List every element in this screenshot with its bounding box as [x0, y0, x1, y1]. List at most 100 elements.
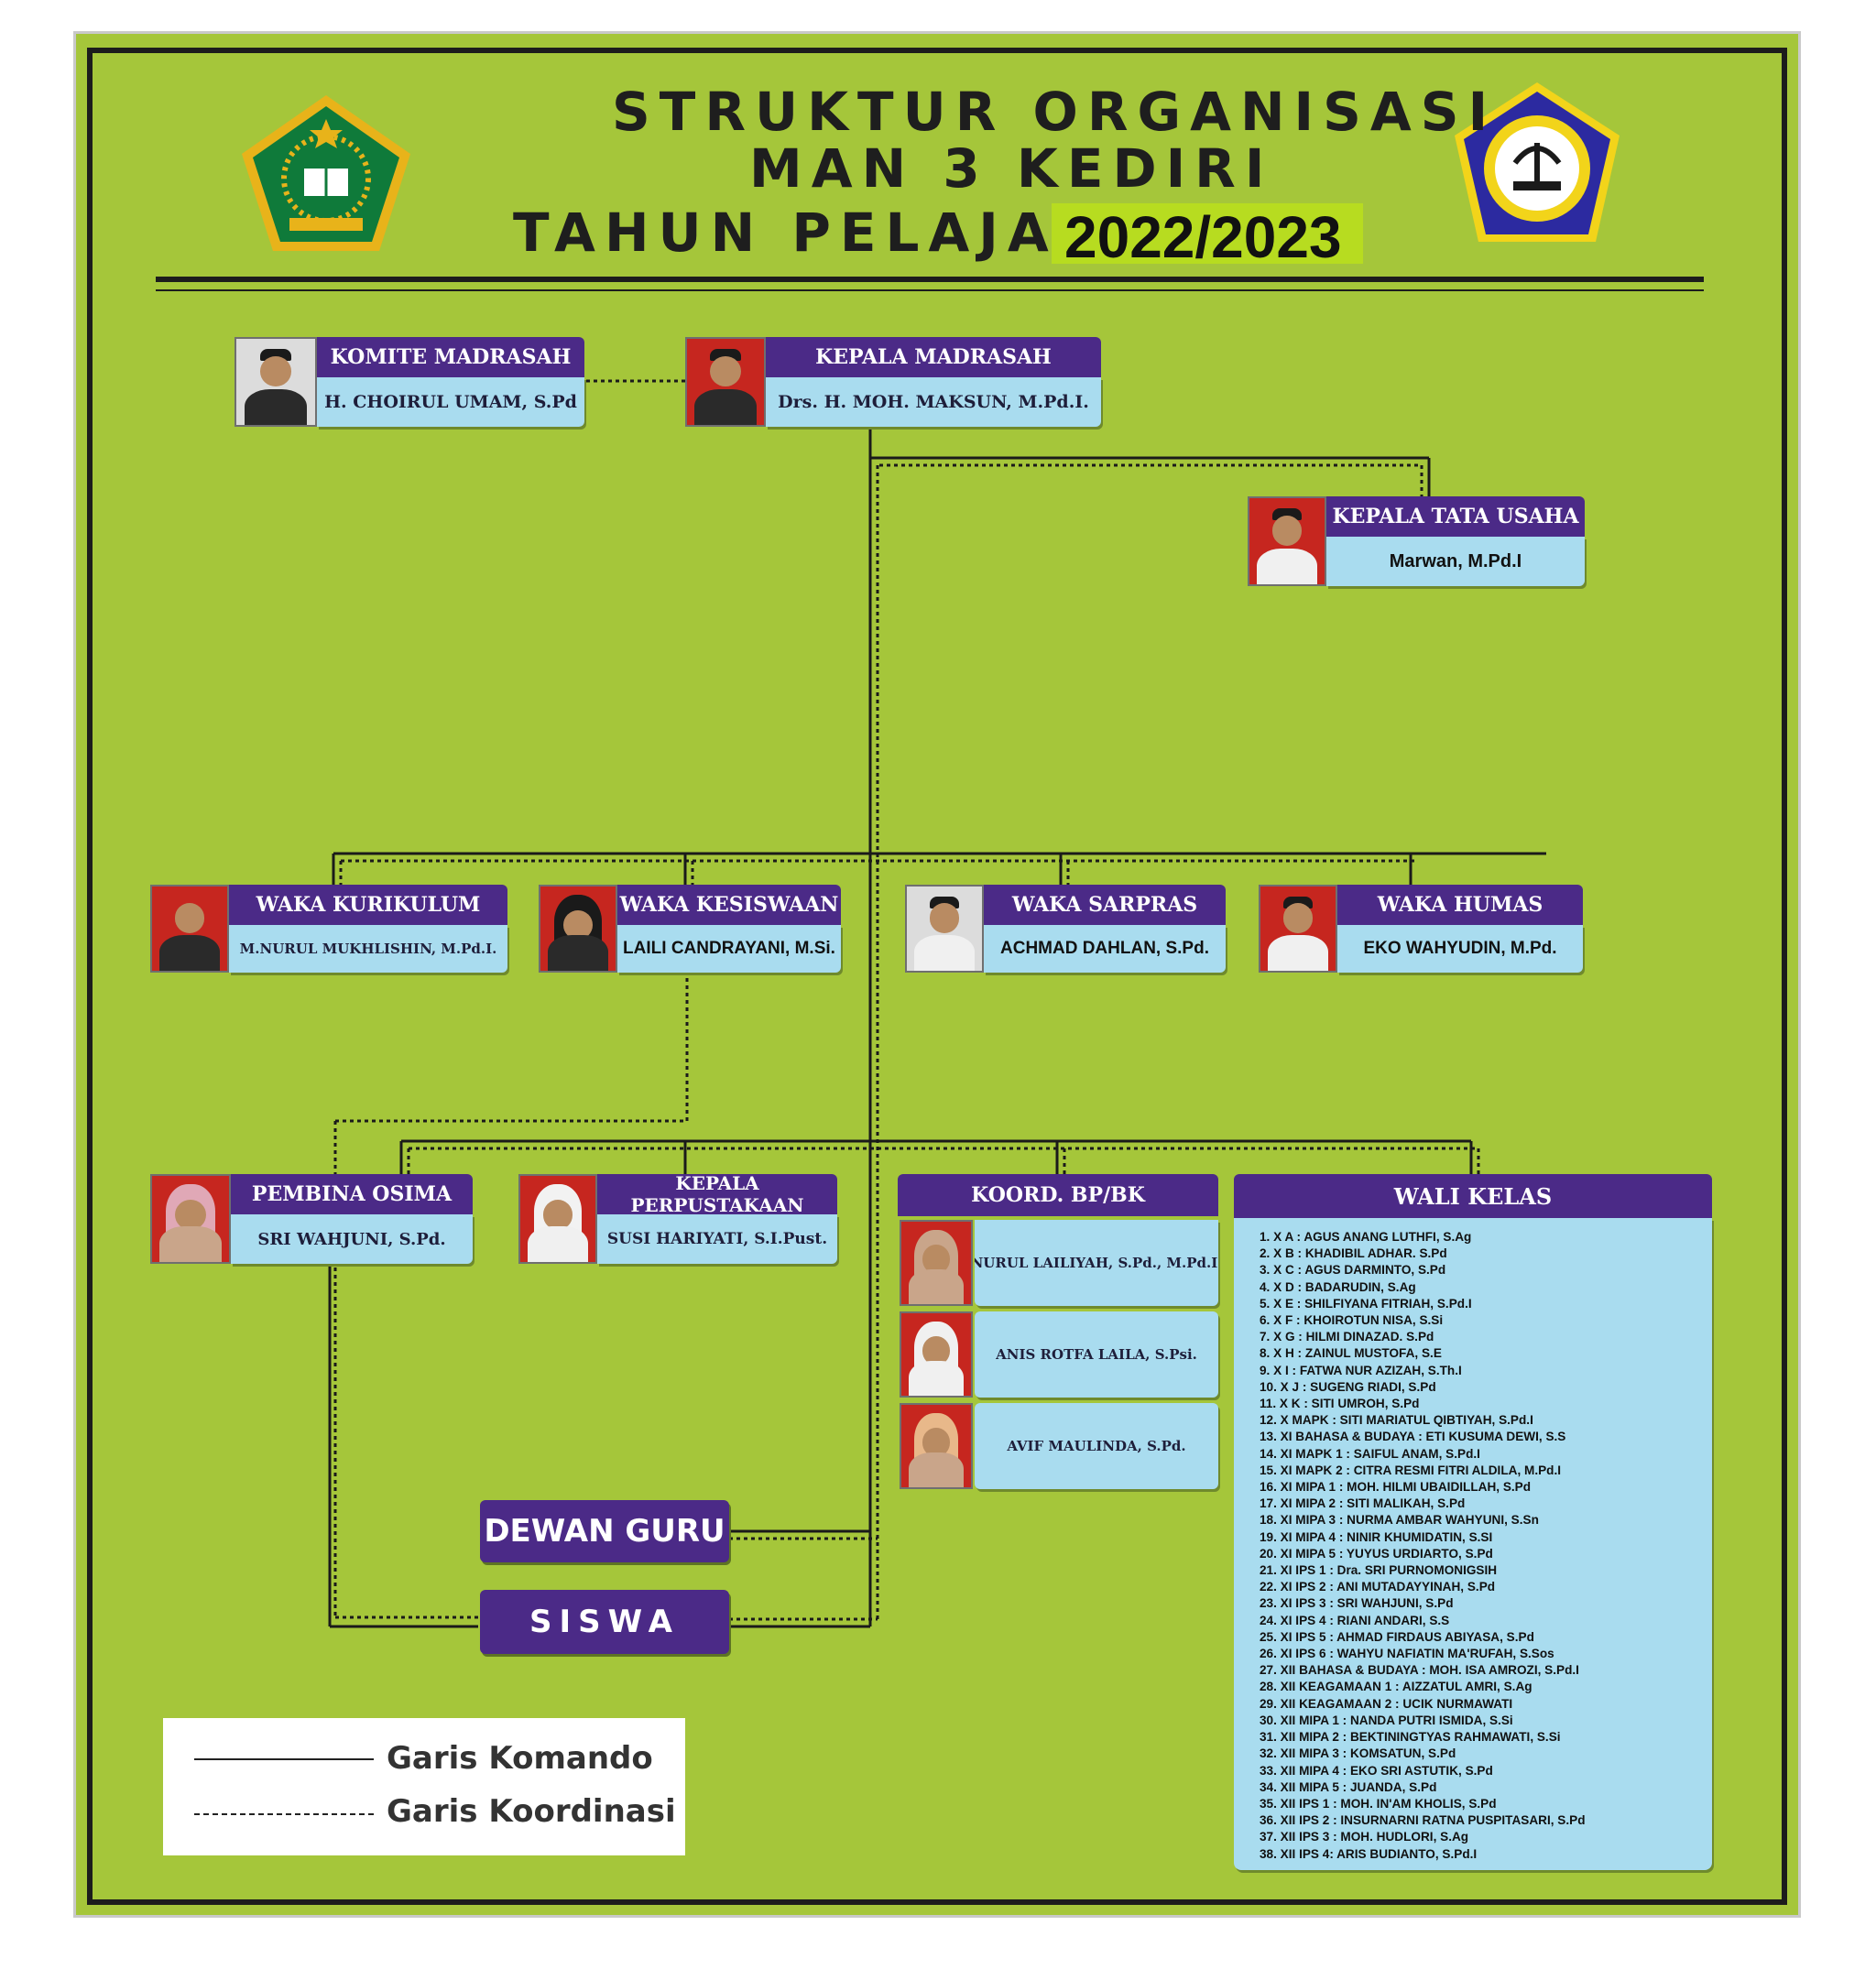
name-waka-kurikulum: M.NURUL MUKHLISHIN, M.Pd.I.: [229, 925, 507, 973]
card-waka-humas: WAKA HUMAS EKO WAHYUDIN, M.Pd.: [1259, 885, 1583, 973]
year-highlight: [1052, 203, 1363, 264]
card-pembina-osima: PEMBINA OSIMA SRI WAHJUNI, S.Pd.: [150, 1174, 473, 1264]
name-waka-sarpras: ACHMAD DAHLAN, S.Pd.: [984, 925, 1226, 973]
legend: Garis Komando Garis Koordinasi: [163, 1718, 685, 1855]
title-line-1: STRUKTUR ORGANISASI: [612, 81, 1498, 143]
wali-kelas-item: 13. XI BAHASA & BUDAYA : ETI KUSUMA DEWI…: [1260, 1430, 1566, 1444]
photo-kepala: [685, 337, 766, 427]
card-koord-bpbk: KOORD. BP/BK NURUL LAILIYAH, S.Pd., M.Pd…: [898, 1174, 1218, 1495]
wali-kelas-body: 1. X A : AGUS ANANG LUTHFI, S.Ag 2. X B :…: [1234, 1218, 1712, 1870]
wali-kelas-item: 26. XI IPS 6 : WAHYU NAFIATIN MA'RUFAH, …: [1260, 1647, 1554, 1661]
name-waka-humas: EKO WAHYUDIN, M.Pd.: [1337, 925, 1583, 973]
wali-kelas-list: 1. X A : AGUS ANANG LUTHFI, S.Ag 2. X B :…: [1260, 1229, 1586, 1863]
wali-kelas-item: 35. XII IPS 1 : MOH. IN'AM KHOLIS, S.Pd: [1260, 1796, 1497, 1811]
card-kepala-tata-usaha: KEPALA TATA USAHA Marwan, M.Pd.I: [1248, 496, 1585, 586]
wali-kelas-item: 27. XII BAHASA & BUDAYA : MOH. ISA AMROZ…: [1260, 1663, 1579, 1678]
wali-kelas-item: 23. XI IPS 3 : SRI WAHJUNI, S.Pd: [1260, 1596, 1454, 1611]
name-bpbk-3: AVIF MAULINDA, S.Pd.: [975, 1403, 1218, 1489]
title-perpustakaan: KEPALA PERPUSTAKAAN: [597, 1172, 837, 1216]
title-kepala: KEPALA MADRASAH: [766, 337, 1101, 377]
wali-kelas-item: 37. XII IPS 3 : MOH. HUDLORI, S.Ag: [1260, 1830, 1469, 1844]
legend-komando-label: Garis Komando: [387, 1740, 653, 1777]
academic-year: 2022/2023: [1064, 204, 1342, 270]
photo-waka-humas: [1259, 885, 1337, 973]
name-pembina-osima: SRI WAHJUNI, S.Pd.: [231, 1214, 473, 1264]
wali-kelas-item: 25. XI IPS 5 : AHMAD FIRDAUS ABIYASA, S.…: [1260, 1629, 1534, 1644]
card-waka-sarpras: WAKA SARPRAS ACHMAD DAHLAN, S.Pd.: [905, 885, 1226, 973]
wali-kelas-item: 32. XII MIPA 3 : KOMSATUN, S.Pd: [1260, 1746, 1456, 1761]
card-komite-madrasah: KOMITE MADRASAH H. CHOIRUL UMAM, S.Pd: [234, 337, 584, 427]
wali-kelas-panel: WALI KELAS 1. X A : AGUS ANANG LUTHFI, S…: [1234, 1174, 1712, 1870]
photo-waka-sarpras: [905, 885, 984, 973]
title-line-2: MAN 3 KEDIRI: [749, 137, 1274, 200]
dewan-guru-box: DEWAN GURU: [480, 1500, 729, 1562]
photo-perpustakaan: [518, 1174, 597, 1264]
wali-kelas-item: 14. XI MAPK 1 : SAIFUL ANAM, S.Pd.I: [1260, 1446, 1480, 1461]
wali-kelas-item: 16. XI MIPA 1 : MOH. HILMI UBAIDILLAH, S…: [1260, 1480, 1532, 1495]
chart-frame: [87, 48, 1787, 1905]
legend-solid-line: [194, 1758, 374, 1760]
wali-kelas-item: 24. XI IPS 4 : RIANI ANDARI, S.S: [1260, 1613, 1450, 1627]
wali-kelas-item: 30. XII MIPA 1 : NANDA PUTRI ISMIDA, S.S…: [1260, 1713, 1513, 1727]
title-waka-sarpras: WAKA SARPRAS: [984, 885, 1226, 925]
title-tata-usaha: KEPALA TATA USAHA: [1326, 496, 1585, 537]
wali-kelas-item: 3. X C : AGUS DARMINTO, S.Pd: [1260, 1263, 1446, 1278]
photo-tata-usaha: [1248, 496, 1326, 586]
title-bpbk: KOORD. BP/BK: [898, 1174, 1218, 1216]
wali-kelas-item: 21. XI IPS 1 : Dra. SRI PURNOMONIGSIH: [1260, 1563, 1498, 1578]
photo-waka-kurikulum: [150, 885, 229, 973]
title-komite: KOMITE MADRASAH: [317, 337, 584, 377]
name-kepala: Drs. H. MOH. MAKSUN, M.Pd.I.: [766, 377, 1101, 427]
wali-kelas-item: 29. XII KEAGAMAAN 2 : UCIK NURMAWATI: [1260, 1696, 1513, 1711]
wali-kelas-item: 36. XII IPS 2 : INSURNARNI RATNA PUSPITA…: [1260, 1813, 1586, 1828]
title-rule: [156, 277, 1704, 282]
siswa-box: SISWA: [480, 1590, 729, 1654]
name-komite: H. CHOIRUL UMAM, S.Pd: [317, 377, 584, 427]
name-waka-kesiswaan: LAILI CANDRAYANI, M.Si.: [617, 925, 841, 973]
wali-kelas-item: 17. XI MIPA 2 : SITI MALIKAH, S.Pd: [1260, 1496, 1466, 1511]
wali-kelas-item: 15. XI MAPK 2 : CITRA RESMI FITRI ALDILA…: [1260, 1463, 1562, 1477]
wali-kelas-item: 8. X H : ZAINUL MUSTOFA, S.E: [1260, 1346, 1442, 1361]
kemenag-emblem-icon: [242, 95, 410, 251]
legend-koordinasi-label: Garis Koordinasi: [387, 1793, 676, 1830]
wali-kelas-item: 9. X I : FATWA NUR AZIZAH, S.Th.I: [1260, 1363, 1462, 1377]
wali-kelas-item: 5. X E : SHILFIYANA FITRIAH, S.Pd.I: [1260, 1296, 1472, 1311]
photo-bpbk-1: [900, 1220, 973, 1306]
wali-kelas-item: 19. XI MIPA 4 : NINIR KHUMIDATIN, S.SI: [1260, 1529, 1493, 1544]
wali-kelas-item: 6. X F : KHOIROTUN NISA, S.Si: [1260, 1313, 1444, 1328]
wali-kelas-item: 1. X A : AGUS ANANG LUTHFI, S.Ag: [1260, 1230, 1472, 1244]
man3-kediri-emblem-icon: [1455, 82, 1620, 242]
photo-pembina-osima: [150, 1174, 231, 1264]
title-waka-kurikulum: WAKA KURIKULUM: [229, 885, 507, 925]
wali-kelas-item: 34. XII MIPA 5 : JUANDA, S.Pd: [1260, 1779, 1437, 1794]
wali-kelas-item: 33. XII MIPA 4 : EKO SRI ASTUTIK, S.Pd: [1260, 1763, 1493, 1778]
title-waka-kesiswaan: WAKA KESISWAAN: [617, 885, 841, 925]
wali-kelas-item: 20. XI MIPA 5 : YUYUS URDIARTO, S.Pd: [1260, 1546, 1493, 1561]
wali-kelas-item: 7. X G : HILMI DINAZAD. S.Pd: [1260, 1330, 1434, 1344]
name-bpbk-1: NURUL LAILIYAH, S.Pd., M.Pd.I.: [975, 1220, 1218, 1306]
wali-kelas-item: 10. X J : SUGENG RIADI, S.Pd: [1260, 1379, 1436, 1394]
wali-kelas-title: WALI KELAS: [1234, 1174, 1712, 1218]
card-waka-kurikulum: WAKA KURIKULUM M.NURUL MUKHLISHIN, M.Pd.…: [150, 885, 507, 973]
wali-kelas-item: 11. X K : SITI UMROH, S.Pd: [1260, 1397, 1420, 1411]
card-waka-kesiswaan: WAKA KESISWAAN LAILI CANDRAYANI, M.Si.: [539, 885, 841, 973]
photo-bpbk-3: [900, 1403, 973, 1489]
wali-kelas-item: 22. XI IPS 2 : ANI MUTADAYYINAH, S.Pd: [1260, 1580, 1496, 1594]
photo-waka-kesiswaan: [539, 885, 617, 973]
name-perpustakaan: SUSI HARIYATI, S.I.Pust.: [597, 1214, 837, 1264]
photo-komite: [234, 337, 317, 427]
name-tata-usaha: Marwan, M.Pd.I: [1326, 537, 1585, 586]
photo-bpbk-2: [900, 1311, 973, 1398]
card-kepala-perpustakaan: KEPALA PERPUSTAKAAN SUSI HARIYATI, S.I.P…: [518, 1172, 837, 1264]
title-waka-humas: WAKA HUMAS: [1337, 885, 1583, 925]
wali-kelas-item: 31. XII MIPA 2 : BEKTININGTYAS RAHMAWATI…: [1260, 1730, 1561, 1745]
wali-kelas-item: 28. XII KEAGAMAAN 1 : AIZZATUL AMRI, S.A…: [1260, 1680, 1532, 1694]
wali-kelas-item: 4. X D : BADARUDIN, S.Ag: [1260, 1279, 1416, 1294]
wali-kelas-item: 18. XI MIPA 3 : NURMA AMBAR WAHYUNI, S.S…: [1260, 1513, 1539, 1528]
title-rule-thin: [156, 289, 1704, 291]
wali-kelas-item: 2. X B : KHADIBIL ADHAR. S.Pd: [1260, 1246, 1447, 1261]
wali-kelas-item: 38. XII IPS 4: ARIS BUDIANTO, S.Pd.I: [1260, 1846, 1478, 1861]
card-kepala-madrasah: KEPALA MADRASAH Drs. H. MOH. MAKSUN, M.P…: [685, 337, 1101, 427]
title-pembina-osima: PEMBINA OSIMA: [231, 1174, 473, 1214]
